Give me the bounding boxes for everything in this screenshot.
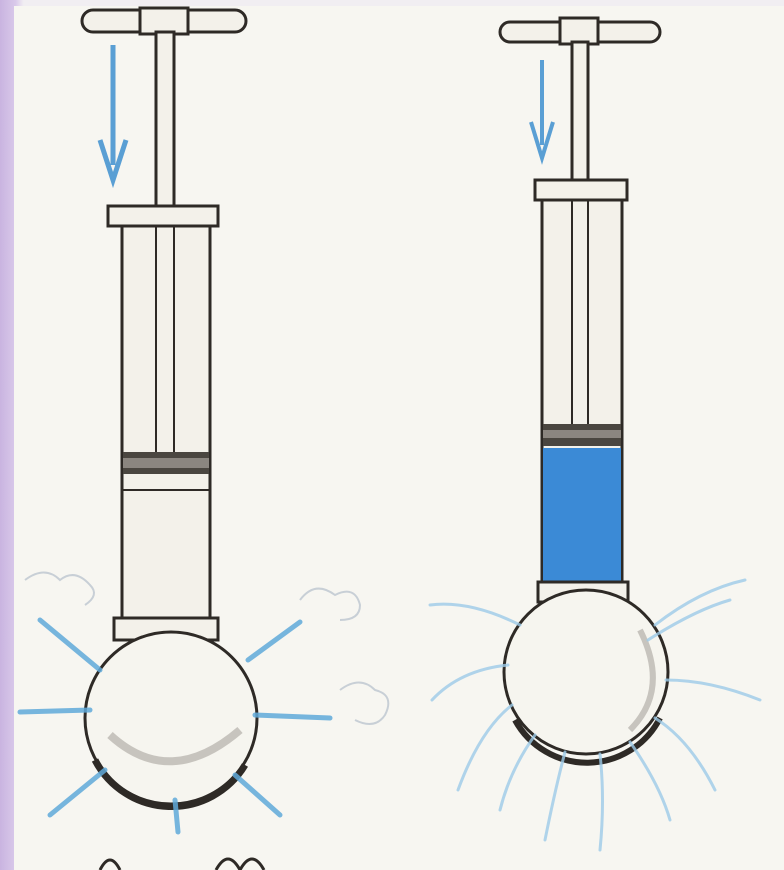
down-arrow-icon: [100, 45, 126, 180]
left-cylinder: [122, 226, 210, 620]
right-piston-rod: [572, 42, 588, 182]
cropped-caption-marks: [100, 859, 264, 870]
down-arrow-icon: [531, 60, 553, 158]
right-cylinder-cap: [535, 180, 627, 200]
left-apparatus: [20, 8, 388, 832]
left-cylinder-cap: [108, 206, 218, 226]
right-handle: [500, 18, 660, 44]
right-apparatus: [430, 18, 760, 850]
left-handle: [82, 8, 246, 34]
right-water-column: [543, 448, 621, 582]
right-sphere: [504, 590, 668, 754]
left-piston-rod: [156, 32, 174, 208]
